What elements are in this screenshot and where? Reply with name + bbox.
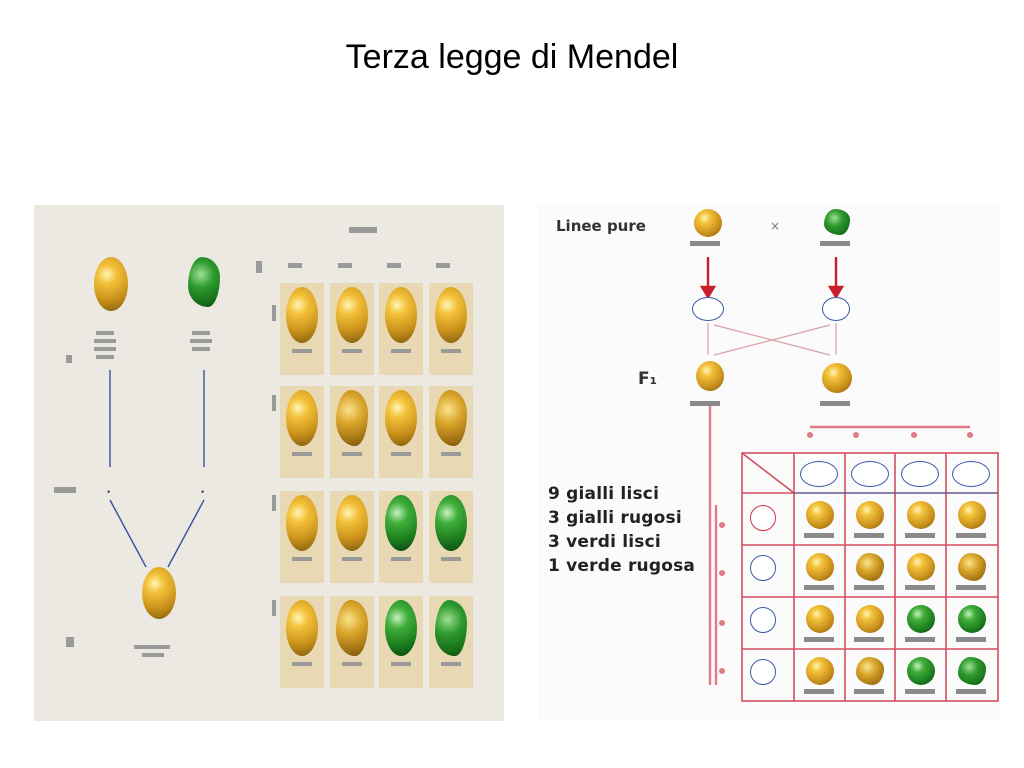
punnett-cell-pea [907, 657, 935, 685]
punnett-row-gamete [750, 607, 776, 633]
left-grid-label-mark [292, 452, 312, 456]
punnett-cell-pea [907, 553, 935, 581]
punnett-header-gamete [952, 461, 990, 487]
punnett-cell-pea [856, 553, 884, 581]
f1-label: F₁ [638, 369, 658, 389]
gamete-parent-2 [822, 297, 850, 321]
left-grid-label-mark [292, 557, 312, 561]
gamete-parent-1 [692, 297, 724, 321]
parent-green-wrinkled-pea [824, 209, 850, 235]
punnett-cell-pea [907, 501, 935, 529]
left-grid-label-mark [391, 662, 411, 666]
ratio-yellow-smooth: 9 gialli lisci [548, 484, 660, 504]
punnett-genotype-mark [854, 585, 884, 590]
genotype-label-mark [690, 241, 720, 246]
left-grid-pea [385, 287, 417, 343]
punnett-row-gamete [750, 555, 776, 581]
pure-lines-label: Linee pure [556, 217, 646, 235]
left-grid-pea [385, 390, 417, 446]
left-grid-label-mark [342, 557, 362, 561]
right-figure-lines [699, 257, 999, 702]
punnett-genotype-mark [804, 689, 834, 694]
punnett-row-gamete [750, 505, 776, 531]
punnett-genotype-mark [956, 585, 986, 590]
genotype-label-mark [820, 401, 850, 406]
punnett-cell-pea [856, 605, 884, 633]
svg-text:•: • [106, 488, 111, 498]
left-figure-lines: • • [54, 227, 450, 657]
f1-yellow-smooth-pea [142, 567, 176, 619]
left-grid-label-mark [292, 349, 312, 353]
left-grid-pea [435, 600, 467, 656]
punnett-genotype-mark [905, 585, 935, 590]
punnett-header-gamete [851, 461, 889, 487]
left-grid-pea [286, 390, 318, 446]
slide-title: Terza legge di Mendel [345, 38, 679, 76]
left-grid-pea [336, 390, 368, 446]
punnett-cell-pea [806, 501, 834, 529]
punnett-header-gamete [901, 461, 939, 487]
punnett-cell-pea [907, 605, 935, 633]
punnett-cell-pea [958, 605, 986, 633]
left-grid-label-mark [391, 349, 411, 353]
left-grid-pea [336, 600, 368, 656]
punnett-row-gamete [750, 659, 776, 685]
left-grid-label-mark [342, 662, 362, 666]
punnett-genotype-mark [956, 689, 986, 694]
left-grid-pea [336, 495, 368, 551]
f1-pea-right [822, 363, 852, 393]
left-grid-pea [336, 287, 368, 343]
right-punnett-figure: Linee pure × F₁ [538, 205, 1000, 721]
left-grid-pea [435, 390, 467, 446]
left-grid-pea [385, 495, 417, 551]
punnett-genotype-mark [854, 637, 884, 642]
left-grid-pea [286, 495, 318, 551]
parent-yellow-smooth-pea [94, 257, 128, 311]
punnett-genotype-mark [905, 637, 935, 642]
punnett-genotype-mark [854, 533, 884, 538]
punnett-genotype-mark [956, 533, 986, 538]
left-grid-label-mark [441, 662, 461, 666]
punnett-cell-pea [856, 501, 884, 529]
punnett-genotype-mark [804, 585, 834, 590]
punnett-cell-pea [806, 553, 834, 581]
genotype-label-mark [690, 401, 720, 406]
left-grid-label-mark [391, 557, 411, 561]
ratio-green-smooth: 3 verdi lisci [548, 532, 661, 552]
left-grid-label-mark [391, 452, 411, 456]
f1-pea-left [696, 361, 724, 391]
punnett-genotype-mark [905, 689, 935, 694]
left-dihybrid-figure: • • [34, 205, 504, 721]
left-grid-pea [435, 287, 467, 343]
ratio-yellow-wrinkled: 3 gialli rugosi [548, 508, 682, 528]
punnett-cell-pea [958, 501, 986, 529]
cross-symbol: × [770, 219, 781, 233]
genotype-label-mark [820, 241, 850, 246]
punnett-cell-pea [958, 657, 986, 685]
punnett-genotype-mark [854, 689, 884, 694]
left-grid-pea [385, 600, 417, 656]
left-grid-label-mark [441, 452, 461, 456]
punnett-cell-pea [806, 657, 834, 685]
parent-green-wrinkled-pea [188, 257, 220, 307]
svg-text:•: • [200, 488, 205, 498]
punnett-header-gamete [800, 461, 838, 487]
left-grid-pea [435, 495, 467, 551]
punnett-cell-pea [958, 553, 986, 581]
left-grid-label-mark [342, 452, 362, 456]
left-grid-pea [286, 287, 318, 343]
left-grid-label-mark [342, 349, 362, 353]
left-grid-label-mark [292, 662, 312, 666]
punnett-genotype-mark [804, 637, 834, 642]
left-grid-pea [286, 600, 318, 656]
punnett-cell-pea [806, 605, 834, 633]
punnett-genotype-mark [804, 533, 834, 538]
punnett-genotype-mark [956, 637, 986, 642]
left-grid-label-mark [441, 349, 461, 353]
punnett-genotype-mark [905, 533, 935, 538]
parent-yellow-smooth-pea [694, 209, 722, 237]
ratio-green-wrinkled: 1 verde rugosa [548, 556, 696, 576]
left-grid-label-mark [441, 557, 461, 561]
punnett-cell-pea [856, 657, 884, 685]
